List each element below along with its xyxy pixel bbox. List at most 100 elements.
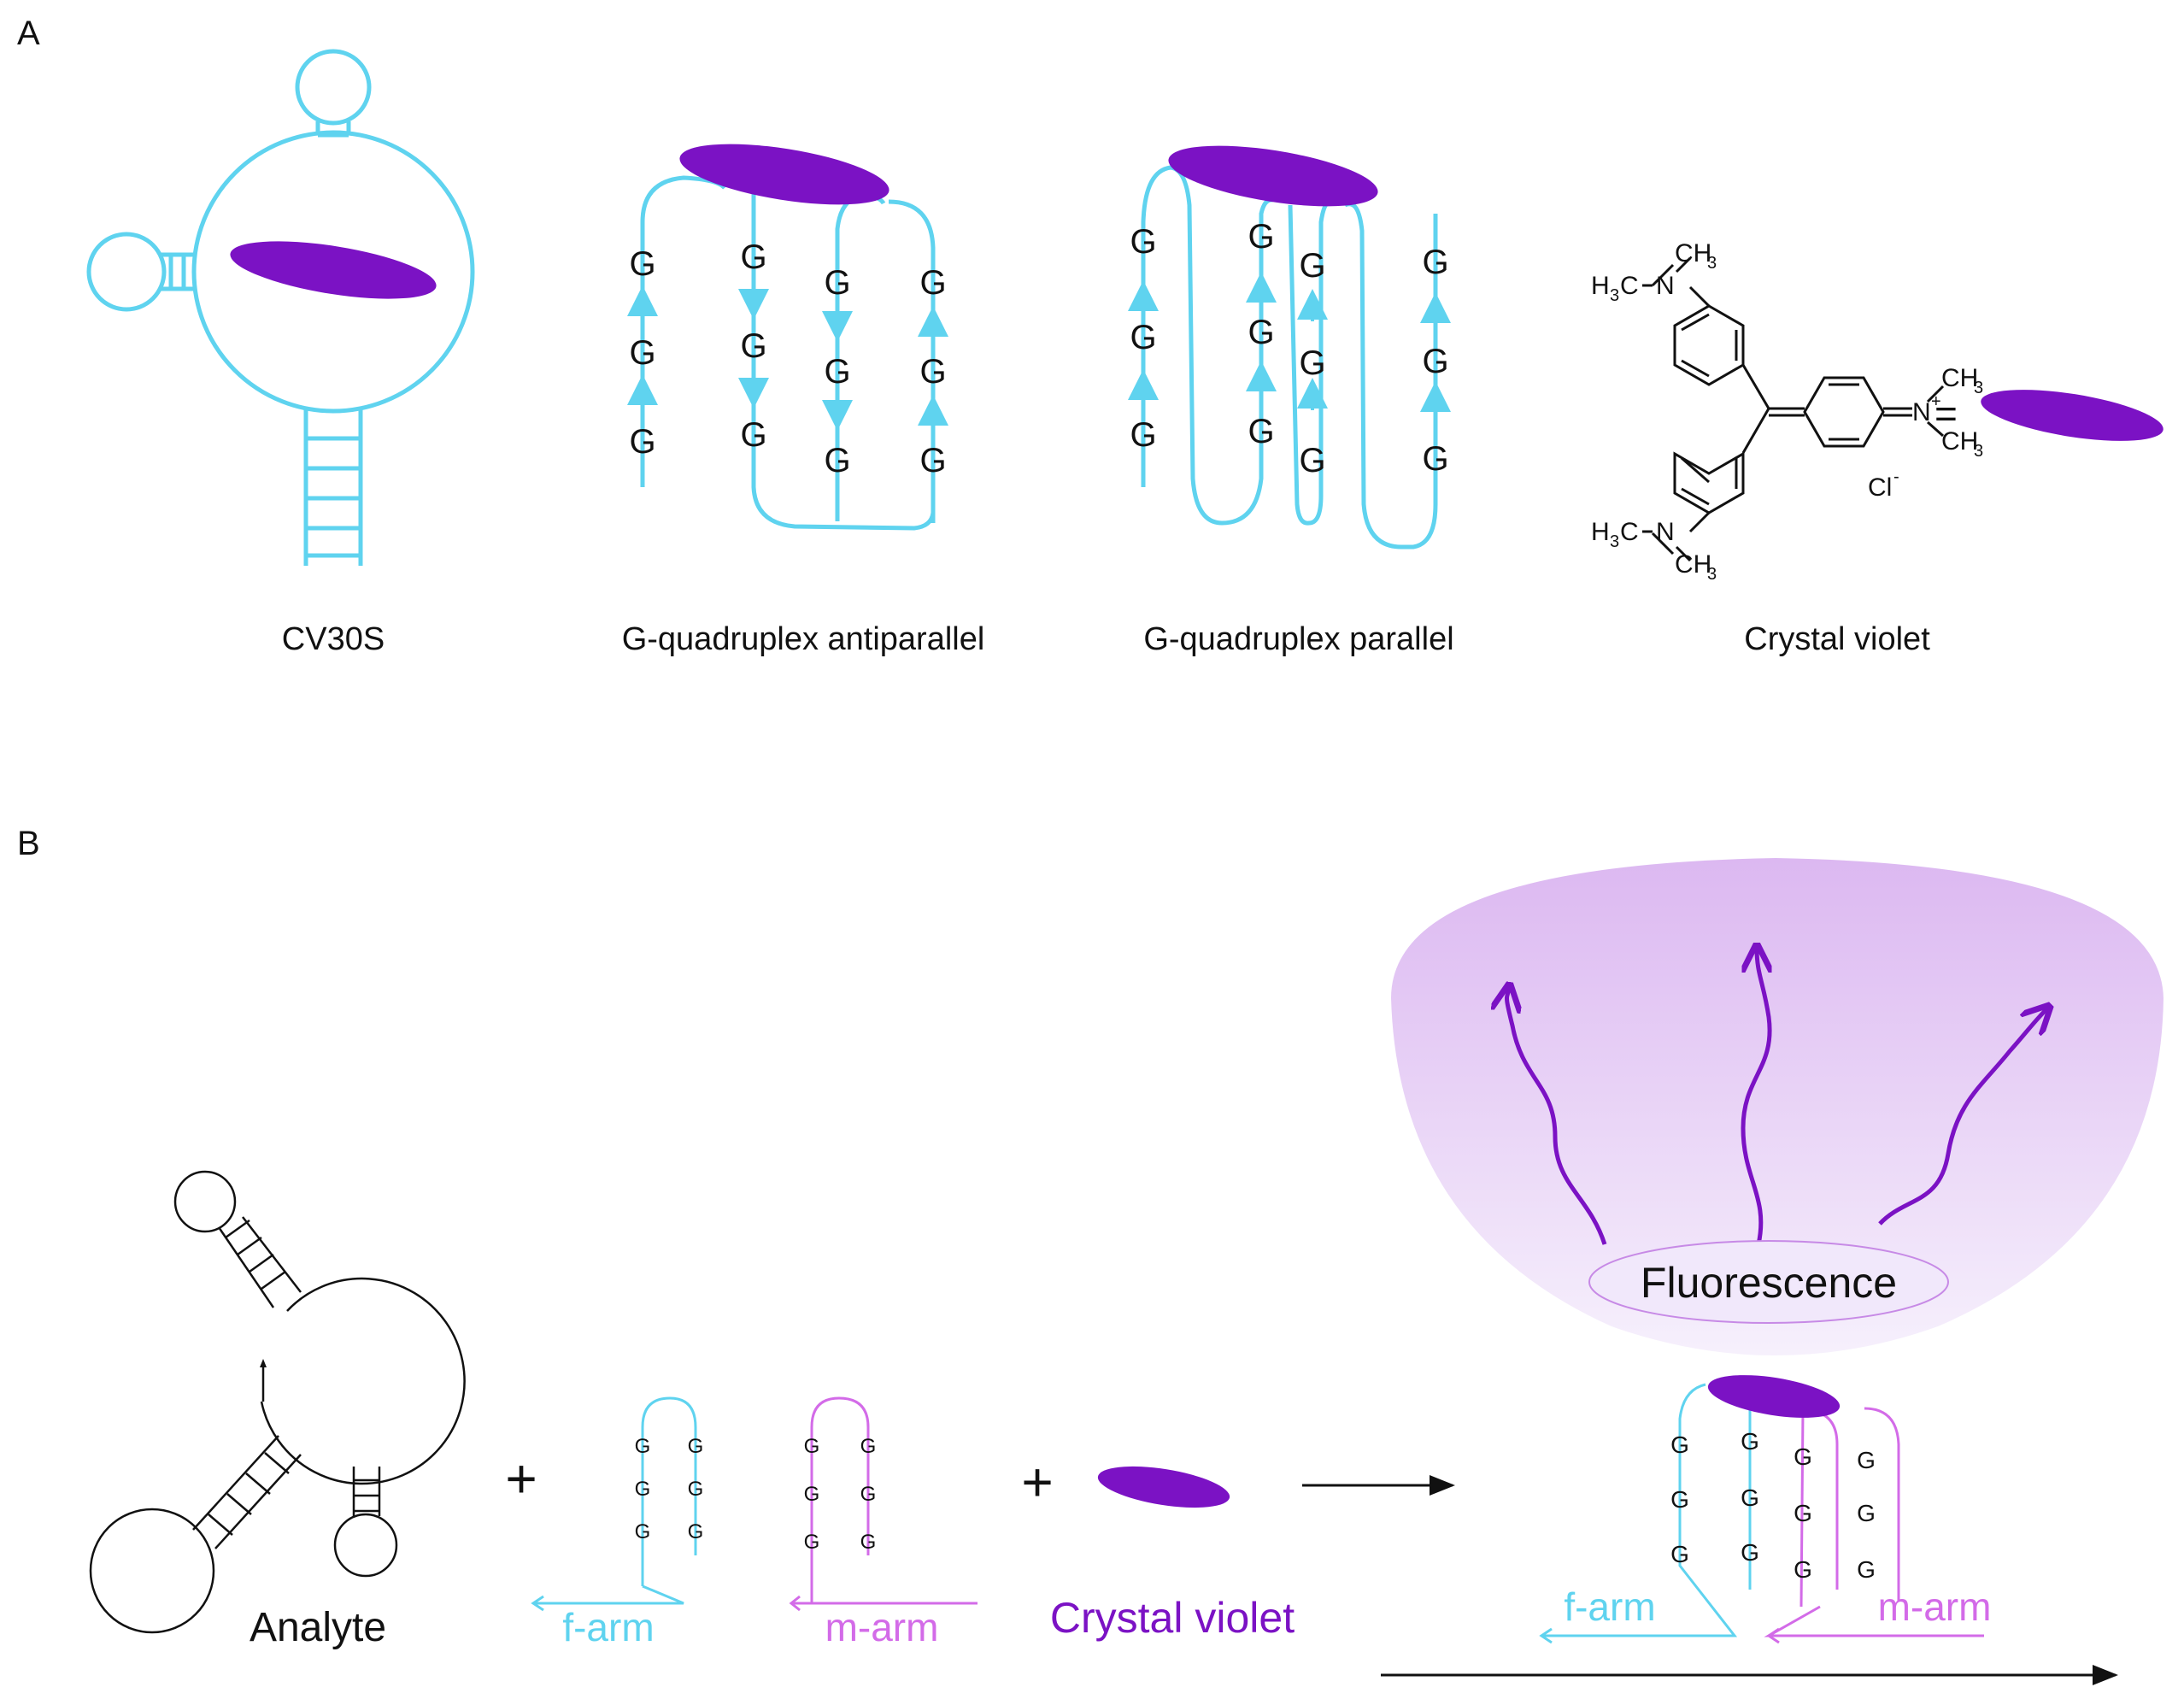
fluorescence-glow — [1391, 858, 2163, 1355]
atom-ch: CH — [1675, 550, 1711, 579]
plus-sign: + — [1021, 1451, 1053, 1513]
crystal-violet-ellipse-antiparallel — [679, 144, 889, 205]
g-label: G — [629, 423, 655, 461]
product-m-arm-label: m-arm — [1878, 1584, 1992, 1629]
crystal-violet-ellipse-cv30s — [230, 241, 437, 299]
caption-cv30s: CV30S — [282, 621, 385, 657]
atom-c: C — [1620, 518, 1639, 546]
g-label: G — [919, 442, 946, 479]
g-label: G — [1248, 314, 1274, 351]
atom-h: H — [1591, 272, 1610, 300]
g-label: G — [635, 1478, 651, 1501]
product-g-labels: G G G G G G G G G G G G — [1670, 1428, 1876, 1583]
atom-n: N — [1656, 518, 1675, 546]
g-label: G — [1794, 1556, 1812, 1583]
atom-ch: CH — [1941, 364, 1978, 392]
g-label: G — [1248, 218, 1274, 256]
analyte-3prime-arrow — [260, 1359, 267, 1367]
g-label: G — [824, 353, 850, 391]
g-label: G — [688, 1435, 704, 1458]
g-label: G — [860, 1435, 877, 1458]
g-label: G — [804, 1531, 820, 1554]
parallel-strand — [1141, 165, 1438, 550]
m-arm-g-labels: G G G G G G — [804, 1435, 877, 1554]
g-label: G — [804, 1483, 820, 1506]
crystal-violet-ellipse-reagent — [1097, 1466, 1230, 1508]
g-label: G — [1299, 442, 1325, 479]
atom-minus: - — [1893, 467, 1899, 486]
f-arm-g-labels: G G G G G G — [635, 1435, 704, 1543]
atom-sub3: 3 — [1610, 286, 1619, 305]
g-label: G — [1741, 1539, 1759, 1566]
analyte-label: Analyte — [250, 1605, 386, 1650]
cv30s-aptamer — [86, 49, 475, 566]
g-label: G — [919, 264, 946, 302]
crystal-violet-ellipse-product — [1707, 1375, 1841, 1418]
g-label: G — [740, 327, 766, 365]
g-label: G — [860, 1483, 877, 1506]
atom-cl: Cl — [1868, 473, 1892, 502]
g-label: G — [635, 1435, 651, 1458]
g-label: G — [740, 416, 766, 454]
g-label: G — [1130, 416, 1156, 454]
g-label: G — [1741, 1428, 1759, 1455]
parallel-arrows — [1128, 272, 1451, 414]
g-label: G — [1794, 1443, 1812, 1470]
f-arm-label: f-arm — [562, 1605, 654, 1649]
g-label: G — [1857, 1500, 1876, 1526]
fluorescence-label: Fluorescence — [1641, 1259, 1897, 1307]
g-label: G — [1422, 343, 1448, 380]
atom-ch: CH — [1675, 239, 1711, 267]
crystal-violet-structure — [1651, 256, 1945, 562]
g-label: G — [1670, 1486, 1689, 1513]
parallel-g-labels: G G G G G G G G G G G G — [1130, 218, 1448, 479]
atom-sub3: 3 — [1610, 532, 1619, 551]
g-label: G — [1794, 1500, 1812, 1526]
antiparallel-arrows — [627, 285, 948, 431]
g-label: G — [1248, 413, 1274, 450]
antiparallel-g-labels: G G G G G G G G G G G G — [629, 238, 946, 479]
f-arm-hairpin — [531, 1396, 697, 1612]
product-f-arm — [1539, 1383, 1752, 1644]
g-label: G — [1857, 1447, 1876, 1473]
antiparallel-strand — [640, 175, 936, 531]
g-label: G — [688, 1478, 704, 1501]
plus-sign: + — [505, 1448, 537, 1509]
g-label: G — [1422, 440, 1448, 478]
atom-n: N — [1656, 272, 1675, 300]
g-label: G — [824, 442, 850, 479]
atom-sub3: 3 — [1707, 565, 1717, 584]
caption-parallel: G-quadruplex parallel — [1143, 621, 1453, 657]
m-arm-hairpin — [789, 1396, 978, 1612]
g-label: G — [1130, 319, 1156, 356]
g-label: G — [629, 245, 655, 283]
g-label: G — [1130, 223, 1156, 261]
crystal-violet-atoms: H 3 C N CH 3 N + CH 3 CH 3 Cl - H 3 C N … — [1591, 239, 1983, 584]
g-label: G — [1741, 1484, 1759, 1511]
caption-crystal-violet: Crystal violet — [1744, 621, 1930, 657]
atom-sub3: 3 — [1974, 442, 1983, 461]
crystal-violet-reagent-label: Crystal violet — [1050, 1594, 1295, 1642]
g-label: G — [824, 264, 850, 302]
analyte-structure — [89, 1170, 466, 1634]
g-label: G — [804, 1435, 820, 1458]
caption-antiparallel: G-quadruplex antiparallel — [622, 621, 985, 657]
emission-waves — [1507, 949, 2048, 1245]
g-label: G — [860, 1531, 877, 1554]
g-label: G — [688, 1520, 704, 1543]
g-label: G — [1670, 1541, 1689, 1567]
g-label: G — [919, 353, 946, 391]
crystal-violet-ellipse-parallel — [1168, 145, 1378, 207]
atom-ch: CH — [1941, 427, 1978, 456]
product-f-arm-label: f-arm — [1564, 1584, 1655, 1629]
atom-plus: + — [1931, 392, 1941, 411]
g-label: G — [1299, 344, 1325, 382]
atom-sub3: 3 — [1974, 379, 1983, 397]
g-label: G — [1857, 1556, 1876, 1583]
equals-sign: = — [1934, 391, 1958, 436]
g-label: G — [1670, 1431, 1689, 1458]
g-label: G — [1422, 244, 1448, 281]
g-label: G — [1299, 247, 1325, 285]
m-arm-label: m-arm — [825, 1605, 939, 1649]
